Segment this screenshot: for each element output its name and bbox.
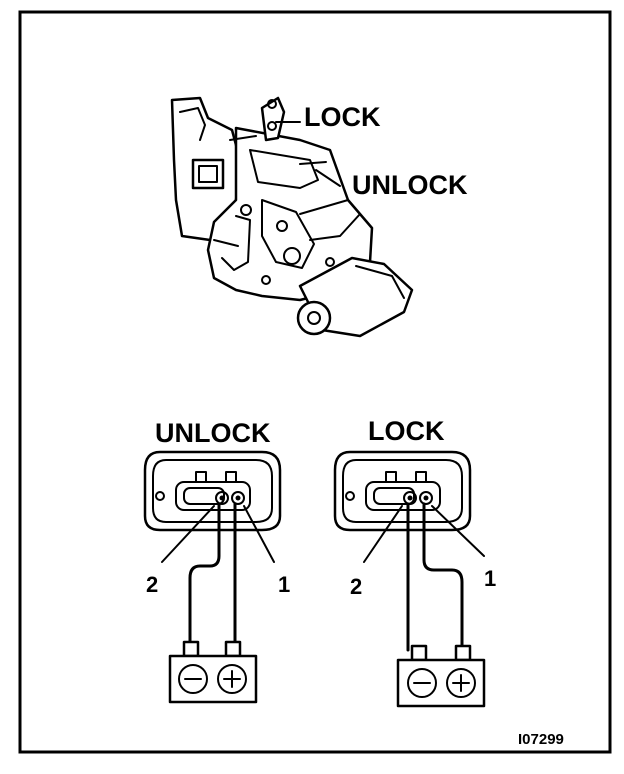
pin-label-1: 1 [484,566,496,591]
pin-label-2: 2 [350,574,362,599]
pin-label-2: 2 [146,572,158,597]
pin-label-1: 1 [278,572,290,597]
door-lock-actuator [170,96,414,338]
unlock-arrow [315,169,341,187]
figure-id: I07299 [518,731,564,748]
connector-title: LOCK [368,416,445,446]
diagram-frame [18,10,612,754]
lock-label: LOCK [304,102,381,132]
battery-left [168,640,258,704]
connector-title: UNLOCK [155,418,271,448]
battery-right [396,644,486,708]
unlock-label: UNLOCK [352,170,468,200]
connector-unlock: UNLOCK 2 1 [143,418,290,648]
connector-lock: LOCK 2 1 [333,416,496,652]
